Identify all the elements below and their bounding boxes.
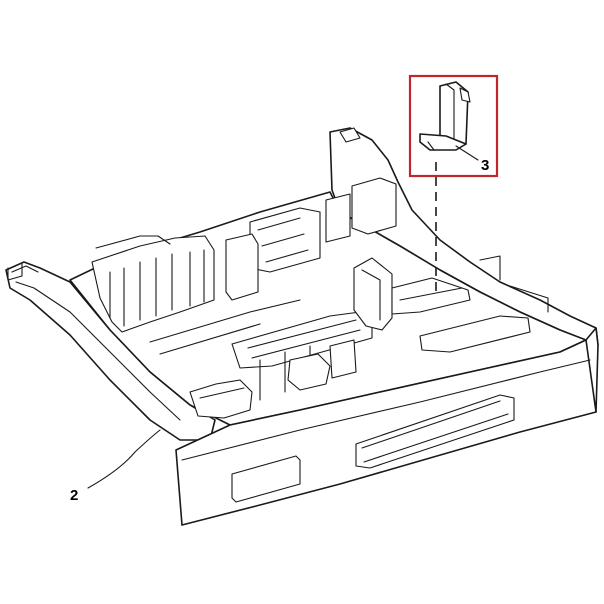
front-label-window xyxy=(231,455,301,503)
callout-2-label: 2 xyxy=(70,487,78,504)
highlight-box xyxy=(408,74,499,178)
end-guide xyxy=(353,257,393,331)
callout-3-label: 3 xyxy=(481,157,489,174)
highlighted-part xyxy=(408,74,499,178)
tray-left-rail xyxy=(5,261,216,441)
front-handle-recess xyxy=(355,394,515,469)
tray-internals xyxy=(91,127,549,419)
callout-2-leader xyxy=(87,429,161,489)
